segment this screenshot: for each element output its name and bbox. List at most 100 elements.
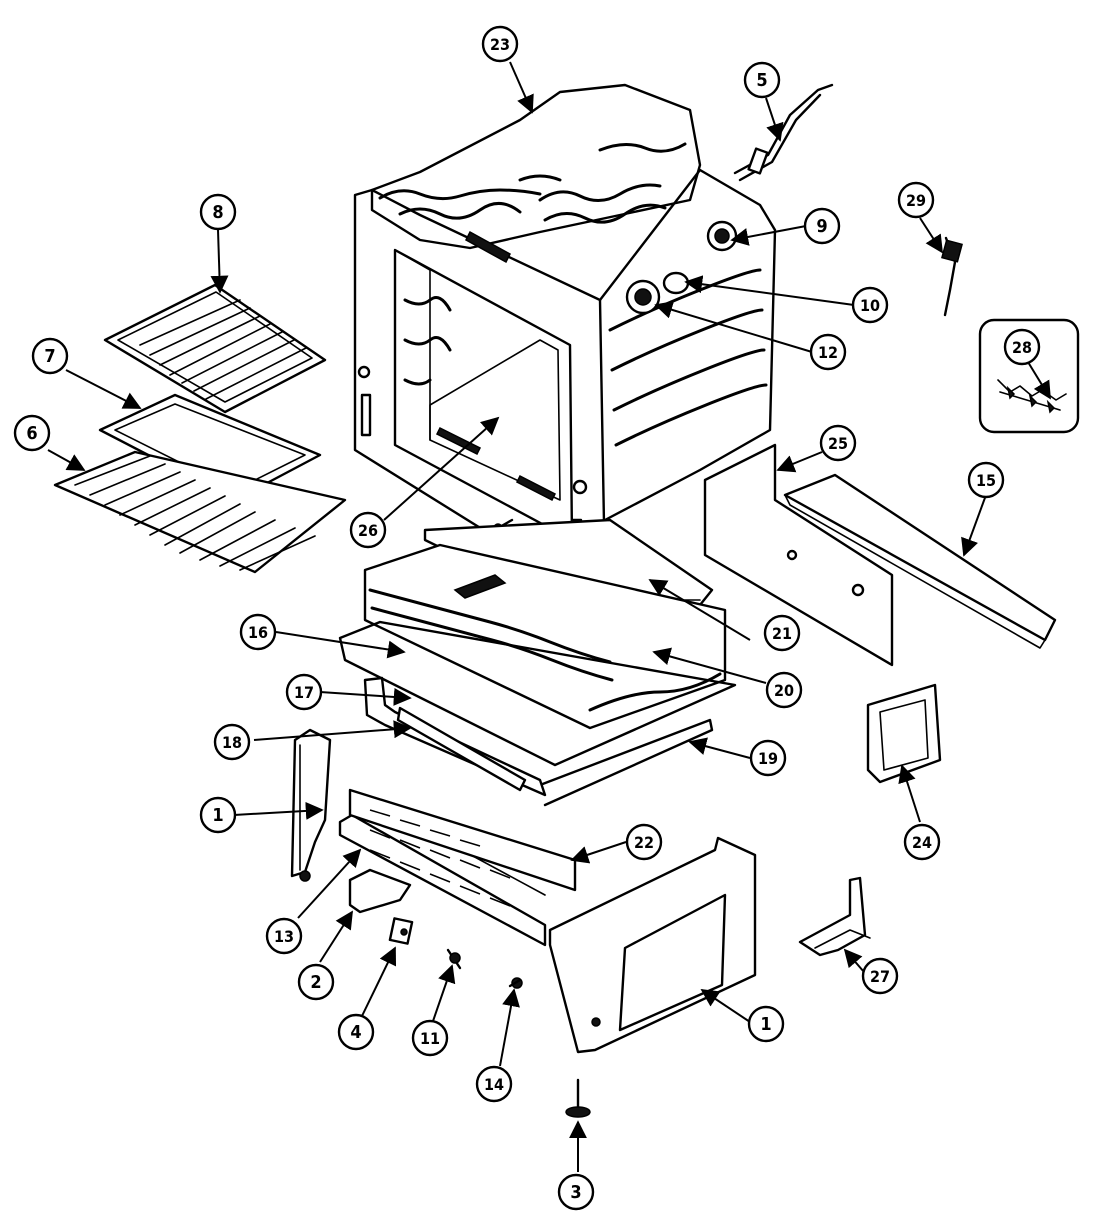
callout-circle xyxy=(213,723,251,761)
callout-number: 14 xyxy=(484,1075,504,1094)
callout-9: 9 xyxy=(803,207,841,245)
callout-1: 1 xyxy=(199,796,237,834)
callout-16: 16 xyxy=(239,613,277,651)
callout-29: 29 xyxy=(897,181,935,219)
callout-circle xyxy=(475,1065,513,1103)
callout-22: 22 xyxy=(625,823,663,861)
part-broiler-pan-insert xyxy=(103,283,327,414)
callout-circle xyxy=(481,25,519,63)
callout-5: 5 xyxy=(743,61,781,99)
part-front-panel xyxy=(548,836,757,1054)
callout-number: 17 xyxy=(294,683,314,702)
callout-circle xyxy=(239,613,277,651)
callout-circle xyxy=(557,1173,595,1211)
part-screw-14 xyxy=(508,977,523,989)
callout-12: 12 xyxy=(809,333,847,371)
callout-circle xyxy=(265,917,303,955)
callout-circle xyxy=(743,61,781,99)
callout-circle xyxy=(349,511,387,549)
callout-circle xyxy=(13,414,51,452)
part-oven-rack xyxy=(53,450,347,574)
callout-number: 22 xyxy=(634,833,654,852)
callout-circle xyxy=(861,957,899,995)
part-wire-harness xyxy=(733,83,834,182)
callout-number: 1 xyxy=(212,805,223,826)
part-vented-panel xyxy=(338,788,577,947)
callout-15: 15 xyxy=(967,461,1005,499)
callout-number: 2 xyxy=(310,972,321,993)
callout-number: 19 xyxy=(758,749,778,768)
callout-7: 7 xyxy=(31,337,69,375)
callout-circle xyxy=(765,671,803,709)
callout-4: 4 xyxy=(337,1013,375,1051)
callout-number: 10 xyxy=(860,296,880,315)
callout-circle xyxy=(803,207,841,245)
callout-circle xyxy=(199,796,237,834)
callout-circle xyxy=(809,333,847,371)
part-clip xyxy=(388,917,414,945)
callout-23: 23 xyxy=(481,25,519,63)
callout-24: 24 xyxy=(903,823,941,861)
callout-number: 12 xyxy=(818,343,838,362)
callout-25: 25 xyxy=(819,424,857,462)
callout-number: 3 xyxy=(570,1182,581,1203)
part-bottom-frame xyxy=(338,620,737,807)
callout-circle xyxy=(199,193,237,231)
part-burner-assembly xyxy=(363,676,547,797)
callout-number: 16 xyxy=(248,623,268,642)
part-leveling-foot xyxy=(565,1078,591,1118)
callout-17: 17 xyxy=(285,673,323,711)
callout-6: 6 xyxy=(13,414,51,452)
callout-circle xyxy=(897,181,935,219)
callout-circle xyxy=(747,1005,785,1043)
callout-21: 21 xyxy=(763,614,801,652)
callout-number: 5 xyxy=(756,70,767,91)
part-oven-cavity xyxy=(353,168,777,592)
callout-number: 11 xyxy=(420,1029,440,1048)
callout-number: 21 xyxy=(772,624,792,643)
callout-number: 1 xyxy=(760,1014,771,1035)
callout-28: 28 xyxy=(1003,328,1041,366)
leader-lines xyxy=(47,61,1051,1172)
callout-20: 20 xyxy=(765,671,803,709)
callout-circle xyxy=(851,286,889,324)
callout-circle xyxy=(903,823,941,861)
callout-26: 26 xyxy=(349,511,387,549)
callout-number: 15 xyxy=(976,471,996,490)
callout-circle xyxy=(31,337,69,375)
parts-drawing xyxy=(53,83,1080,1118)
callout-circle xyxy=(763,614,801,652)
callout-11: 11 xyxy=(411,1019,449,1057)
callout-number: 6 xyxy=(26,423,37,444)
callout-14: 14 xyxy=(475,1065,513,1103)
callout-13: 13 xyxy=(265,917,303,955)
part-box-24 xyxy=(866,683,942,784)
part-bracket-27 xyxy=(798,876,871,957)
callout-circle xyxy=(749,739,787,777)
part-bracket xyxy=(348,868,412,914)
callout-circle xyxy=(819,424,857,462)
part-left-leg xyxy=(290,728,332,882)
part-back-panels xyxy=(703,443,1057,667)
callout-circle xyxy=(967,461,1005,499)
callout-number: 13 xyxy=(274,927,294,946)
callout-number: 18 xyxy=(222,733,242,752)
callout-10: 10 xyxy=(851,286,889,324)
callout-number: 8 xyxy=(212,202,223,223)
callout-number: 26 xyxy=(358,521,378,540)
callout-number: 29 xyxy=(906,191,926,210)
callout-number: 7 xyxy=(44,346,55,367)
part-power-cord xyxy=(941,236,963,317)
callout-number: 20 xyxy=(774,681,794,700)
callout-circle xyxy=(1003,328,1041,366)
callout-circle xyxy=(625,823,663,861)
callout-number: 25 xyxy=(828,434,848,453)
callout-number: 27 xyxy=(870,967,890,986)
callout-number: 28 xyxy=(1012,338,1032,357)
callout-3: 3 xyxy=(557,1173,595,1211)
part-bottom-insulation xyxy=(363,543,727,730)
callout-2: 2 xyxy=(297,963,335,1001)
callout-number: 23 xyxy=(490,35,510,54)
